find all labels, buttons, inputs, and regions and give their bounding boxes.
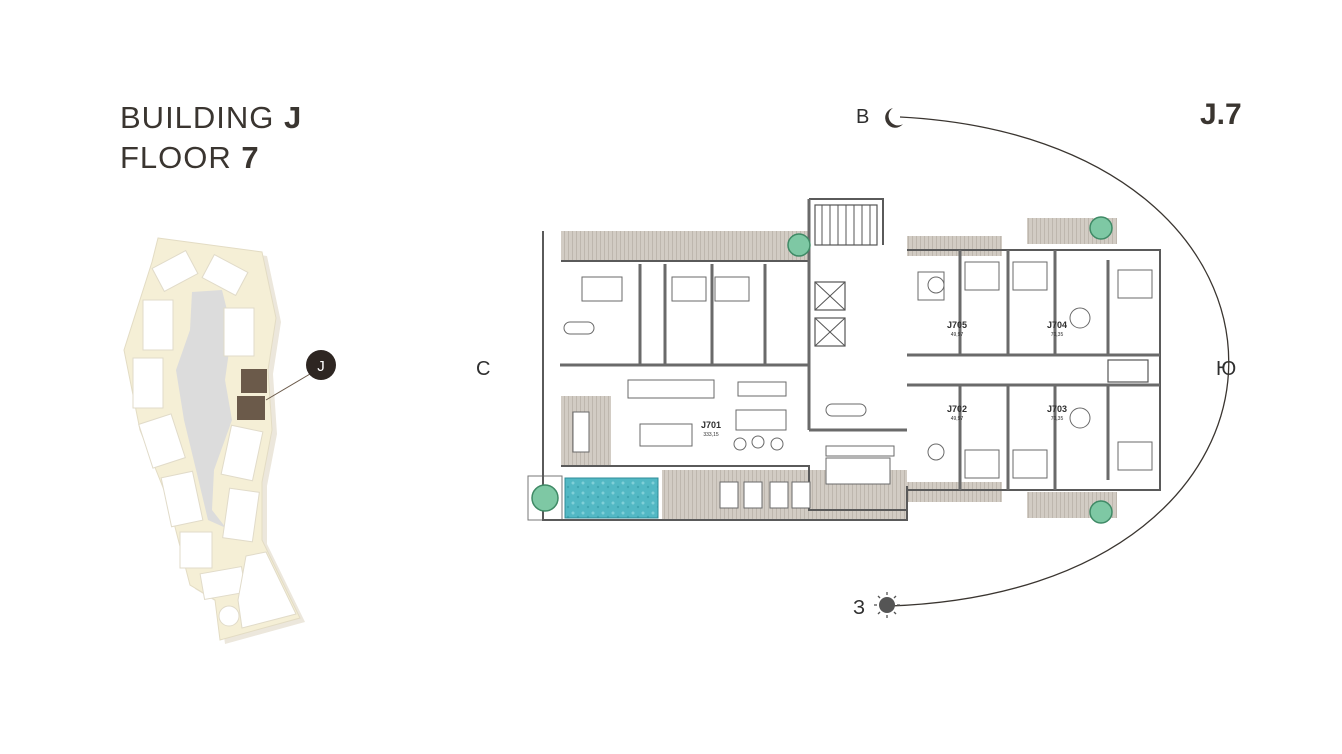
site-building bbox=[223, 307, 255, 357]
dining-table bbox=[572, 411, 590, 453]
plant-icon bbox=[1089, 500, 1113, 524]
kitchen-island bbox=[737, 381, 787, 397]
wall-apartments bbox=[907, 249, 1161, 491]
bed bbox=[825, 457, 891, 485]
bed bbox=[964, 261, 1000, 291]
dining-table-round bbox=[1069, 407, 1091, 429]
bed bbox=[1012, 449, 1048, 479]
site-building bbox=[151, 249, 199, 293]
table-round bbox=[927, 443, 945, 461]
unit-j701-id: J701 bbox=[701, 420, 721, 430]
site-building bbox=[179, 531, 213, 569]
bed bbox=[964, 449, 1000, 479]
unit-j704-area: 70,35 bbox=[1051, 332, 1064, 338]
compass-south: Ю bbox=[1216, 358, 1237, 380]
bathtub bbox=[563, 321, 595, 335]
site-building bbox=[132, 357, 164, 409]
sun-arc bbox=[889, 116, 1230, 607]
sun-icon bbox=[874, 592, 900, 618]
floor-plan: J701 333,15 J705 49,97 J704 70,35 J702 4… bbox=[527, 198, 1161, 524]
unit-j705-area: 49,97 bbox=[951, 332, 964, 338]
dining-table bbox=[639, 423, 693, 447]
table-round bbox=[927, 276, 945, 294]
unit-j703-area: 70,35 bbox=[1051, 416, 1064, 422]
site-building-j-north bbox=[241, 369, 267, 393]
terrace-j705 bbox=[907, 236, 1002, 256]
compass-west: З bbox=[853, 597, 866, 619]
site-marker bbox=[306, 350, 336, 380]
site-map: J bbox=[123, 237, 336, 644]
unit-j703-id: J703 bbox=[1047, 404, 1067, 414]
unit-j705-id: J705 bbox=[947, 320, 967, 330]
chair bbox=[751, 435, 765, 449]
chair bbox=[733, 437, 747, 451]
dining-table-round bbox=[1069, 307, 1091, 329]
site-marker-leader bbox=[265, 373, 311, 401]
wardrobe bbox=[825, 445, 895, 457]
bed bbox=[714, 276, 750, 302]
building-title: BUILDING J bbox=[120, 100, 303, 135]
plant-icon bbox=[531, 484, 559, 512]
unit-j702-area: 49,97 bbox=[951, 416, 964, 422]
sofa bbox=[735, 409, 787, 431]
site-building bbox=[160, 470, 204, 528]
unit-labels: J701 333,15 J705 49,97 J704 70,35 J702 4… bbox=[701, 320, 1067, 438]
sunbed bbox=[743, 481, 763, 509]
site-building bbox=[142, 299, 174, 351]
chair bbox=[770, 437, 784, 451]
sun-path bbox=[874, 108, 1230, 618]
floor-value: 7 bbox=[241, 140, 260, 175]
site-landscape bbox=[176, 290, 232, 528]
site-building-j bbox=[237, 369, 267, 420]
wall-core bbox=[809, 198, 884, 245]
title-block: BUILDING J FLOOR 7 bbox=[120, 98, 302, 178]
swimming-pool bbox=[564, 477, 659, 519]
bed bbox=[581, 276, 623, 302]
bathtub bbox=[825, 403, 867, 417]
plan-code: J.7 bbox=[1200, 98, 1242, 131]
unit-j704-id: J704 bbox=[1047, 320, 1067, 330]
bed bbox=[1117, 269, 1153, 299]
furniture bbox=[563, 261, 1153, 509]
floor-title: FLOOR 7 bbox=[120, 140, 260, 175]
compass-east: В bbox=[856, 106, 870, 128]
terrace-j702 bbox=[907, 482, 1002, 502]
bed bbox=[671, 276, 707, 302]
bed bbox=[1117, 441, 1153, 471]
terrace-north bbox=[561, 231, 809, 261]
plant-icon bbox=[1089, 216, 1113, 240]
unit-j701-area: 333,15 bbox=[703, 432, 719, 438]
site-buildings bbox=[132, 249, 297, 629]
stair-south bbox=[1107, 359, 1149, 383]
sunbed bbox=[719, 481, 739, 509]
site-building-j-south bbox=[237, 396, 265, 420]
kitchen-counter bbox=[627, 379, 715, 399]
site-marker-label: J bbox=[317, 358, 325, 375]
site-building bbox=[237, 551, 297, 629]
interior-walls bbox=[560, 199, 1160, 490]
site-building bbox=[201, 253, 249, 297]
moon-icon bbox=[885, 108, 903, 128]
compass-north: С bbox=[476, 358, 491, 380]
site-building bbox=[220, 424, 264, 482]
planters bbox=[531, 216, 1113, 524]
bed bbox=[1012, 261, 1048, 291]
site-building bbox=[222, 487, 260, 543]
sunbed bbox=[791, 481, 811, 509]
core-markings bbox=[814, 205, 871, 347]
unit-j702-id: J702 bbox=[947, 404, 967, 414]
sunbed bbox=[769, 481, 789, 509]
site-building bbox=[138, 413, 186, 469]
building-value: J bbox=[284, 100, 303, 135]
plant-icon bbox=[787, 233, 811, 257]
wall-j701 bbox=[542, 231, 908, 521]
site-roundabout bbox=[218, 605, 240, 627]
